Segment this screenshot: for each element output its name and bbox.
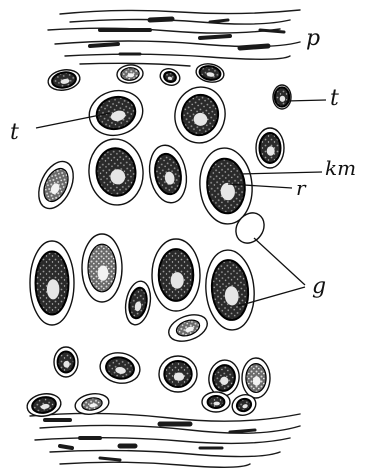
leader-t-right — [286, 100, 326, 101]
cell-nucleolus — [171, 272, 184, 289]
label-t-left: t — [10, 122, 19, 144]
cell — [145, 142, 191, 205]
bottom-fibrous-layer — [30, 413, 300, 467]
cell — [84, 85, 148, 141]
cell — [32, 156, 80, 214]
cell — [273, 85, 291, 109]
cell — [165, 310, 211, 346]
cell — [159, 356, 197, 392]
cell-nucleolus — [63, 361, 69, 368]
cell — [98, 350, 143, 386]
cell — [82, 234, 122, 302]
cell-nucleolus — [214, 402, 220, 406]
top-fibrous-layer — [48, 10, 300, 66]
cell-nucleolus — [47, 279, 60, 299]
cell-nucleolus — [280, 96, 285, 102]
label-t-right: t — [330, 88, 339, 110]
cell — [203, 248, 258, 332]
cell — [158, 66, 182, 88]
cell — [202, 392, 230, 412]
cell-nucleolus — [174, 373, 184, 381]
cell-nucleolus — [253, 376, 261, 385]
cell — [116, 64, 143, 84]
label-g: g — [312, 276, 326, 298]
cell — [242, 358, 270, 398]
cell — [47, 67, 82, 92]
cell — [122, 279, 153, 326]
cell — [152, 239, 200, 311]
label-r: r — [296, 178, 306, 198]
cell — [54, 347, 78, 377]
label-p: p — [306, 28, 320, 50]
cell-nucleolus — [98, 265, 109, 280]
cell — [256, 128, 284, 168]
cell — [195, 62, 226, 85]
cell — [171, 83, 230, 147]
leader-km — [240, 172, 322, 174]
cells-group — [25, 62, 291, 419]
cell — [30, 241, 74, 325]
leader-g-1 — [254, 238, 305, 285]
cell-nucleolus — [267, 146, 275, 156]
label-km: km — [325, 158, 356, 178]
cell — [86, 137, 146, 207]
